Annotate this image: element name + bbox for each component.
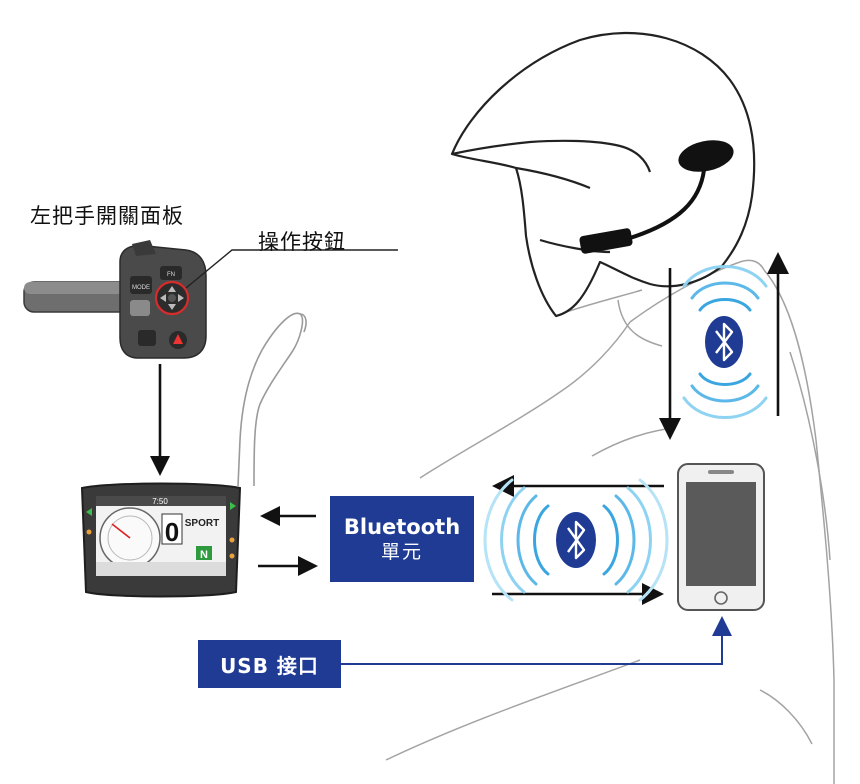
bluetooth-icon [556, 512, 596, 568]
switch-panel-illustration: MODE FN [23, 240, 207, 359]
dashboard-clock: 7:50 [152, 497, 168, 506]
dashboard-ride-mode: SPORT [185, 518, 219, 529]
helmet-icon [450, 31, 756, 318]
bluetooth-icon [705, 316, 743, 368]
mode-button-label: MODE [132, 285, 150, 291]
usb-port-label: USB 接口 [220, 653, 319, 678]
arrow-bt-to-phone [492, 583, 664, 605]
arrow-helmet-to-phone [659, 268, 681, 440]
operation-button-label: 操作按鈕 [258, 230, 346, 254]
usb-port-box: USB 接口 [198, 640, 341, 688]
fn-button-label: FN [167, 272, 175, 278]
arrow-phone-to-helmet [767, 252, 789, 416]
arrow-panel-to-dashboard [150, 364, 170, 476]
bluetooth-signal-vertical [682, 265, 768, 419]
dashboard-gear: 0 [165, 517, 179, 547]
bluetooth-unit-box: Bluetooth 單元 [330, 496, 474, 582]
operation-button-callout [185, 249, 398, 289]
mirror-outline [237, 312, 307, 487]
bluetooth-signal-horizontal [483, 478, 669, 602]
mode-button-shape [130, 276, 152, 294]
arrow-phone-to-bt [492, 475, 664, 497]
dashboard-neutral-indicator: N [200, 549, 208, 561]
smartphone-icon [677, 463, 765, 611]
usb-connection-line [341, 616, 732, 665]
headset-icon [579, 140, 734, 254]
switch-panel-label: 左把手開關面板 [30, 204, 184, 228]
arrow-bt-to-dashboard [260, 506, 316, 526]
arrow-dashboard-to-bt [258, 556, 318, 576]
bluetooth-unit-subtitle: 單元 [380, 541, 423, 563]
bluetooth-unit-title: Bluetooth [343, 515, 461, 539]
dashboard-illustration: 7:50 0 SPORT N [80, 482, 242, 598]
rider-outline [385, 259, 835, 784]
